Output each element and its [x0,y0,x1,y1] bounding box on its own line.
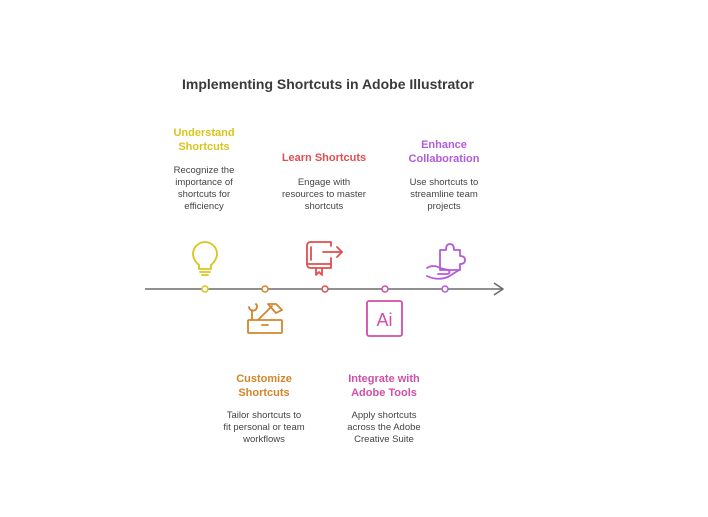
step-understand-title: Understand Shortcuts [173,127,235,153]
marker-integrate [381,285,389,293]
step-learn-desc: Engage with resources to master shortcut… [282,177,366,212]
step-enhance-desc: Use shortcuts to streamline team project… [409,177,479,212]
marker-learn [321,285,329,293]
illustrator-icon-text: Ai [376,310,392,330]
timeline-arrowhead [493,282,504,296]
step-customize-desc: Tailor shortcuts to fit personal or team… [223,410,305,445]
marker-enhance [441,285,449,293]
toolbox-icon [247,303,283,334]
marker-understand [201,285,209,293]
book-arrow-icon [306,241,343,276]
step-learn-title: Learn Shortcuts [281,152,367,164]
step-customize-title: Customize Shortcuts [236,373,292,399]
lightbulb-icon [192,241,218,276]
step-integrate-desc: Apply shortcuts across the Adobe Creativ… [347,410,421,445]
step-understand-desc: Recognize the importance of shortcuts fo… [173,165,235,212]
marker-customize [261,285,269,293]
step-enhance-title: Enhance Collaboration [408,139,480,165]
diagram-title: Implementing Shortcuts in Adobe Illustra… [182,76,474,92]
illustrator-icon: Ai [366,300,403,337]
hand-puzzle-icon [426,243,466,280]
step-integrate-title: Integrate with Adobe Tools [348,373,420,399]
